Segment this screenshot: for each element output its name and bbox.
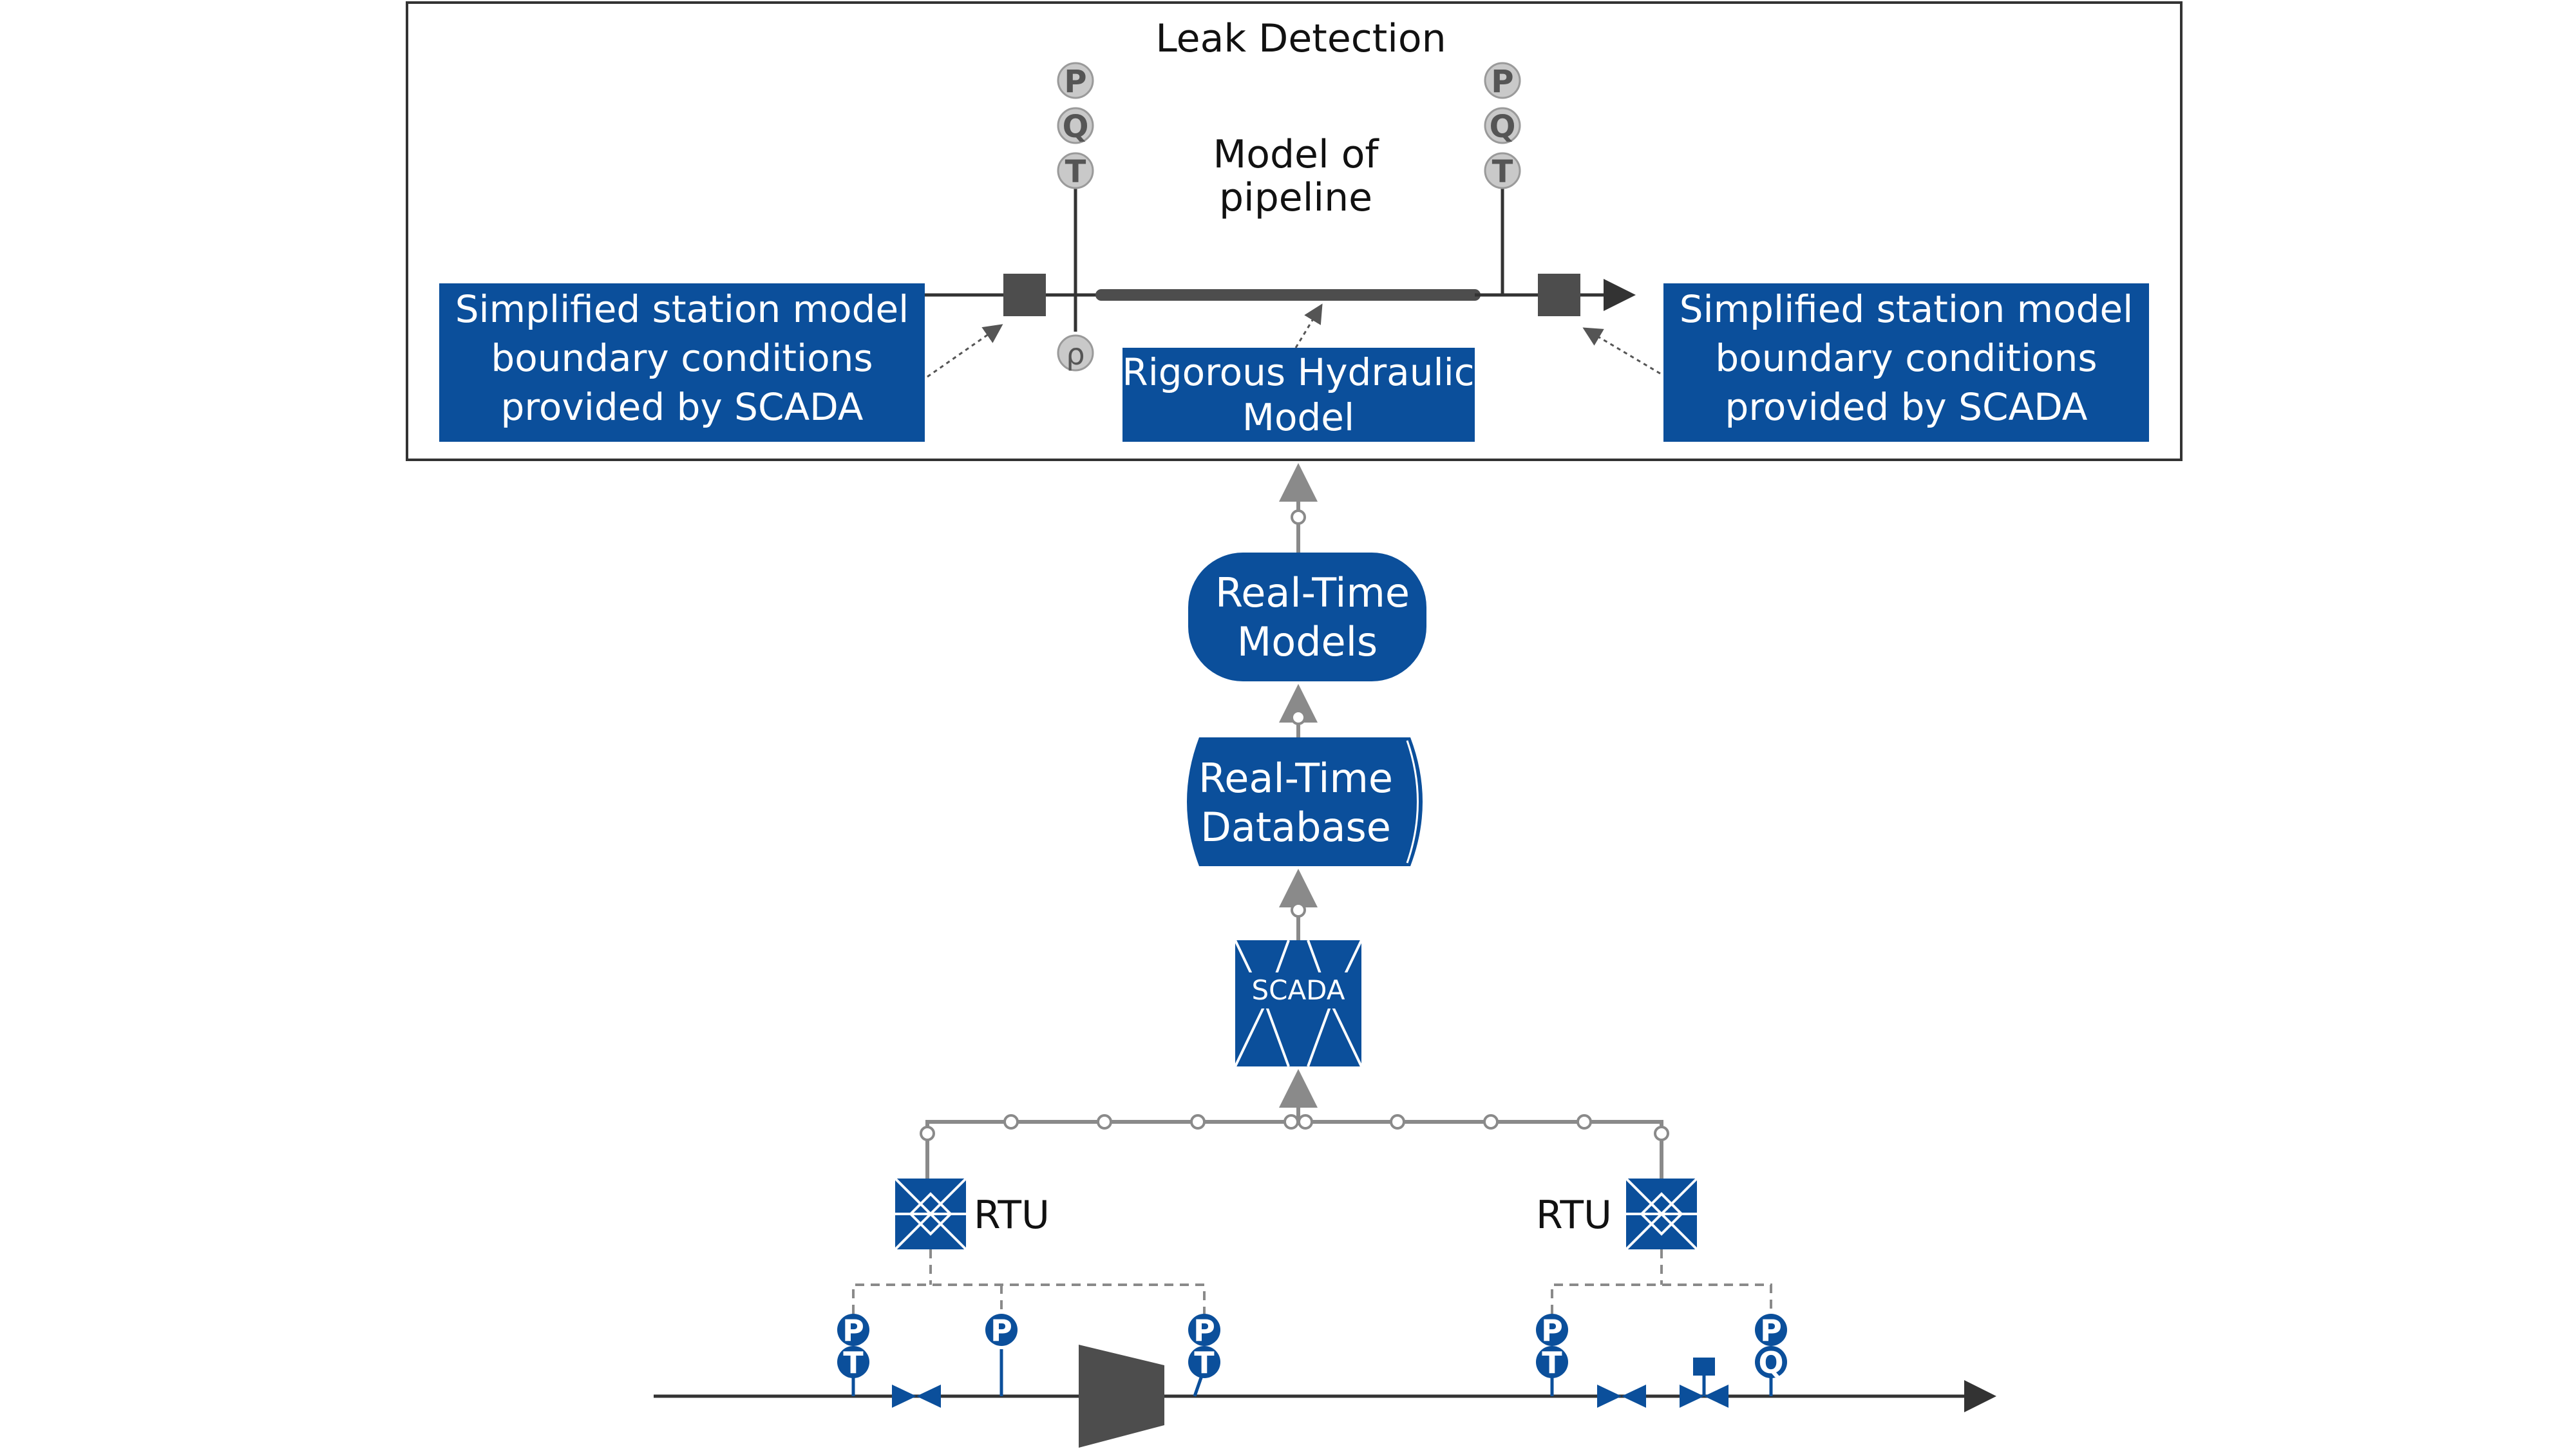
right-sensor-q-icon: Q	[1484, 107, 1521, 145]
valve-right-1-icon	[1597, 1385, 1646, 1408]
svg-text:Q: Q	[1758, 1345, 1783, 1380]
rtu-left-node	[894, 1177, 967, 1251]
rtu-right-label: RTU	[1536, 1193, 1612, 1238]
svg-text:boundary conditions: boundary conditions	[1715, 336, 2097, 380]
right-sensor-p-icon: P	[1484, 62, 1521, 100]
density-sensor-icon: ρ	[1057, 334, 1094, 372]
svg-text:P: P	[1193, 1313, 1215, 1348]
svg-text:P: P	[842, 1313, 864, 1348]
left-sensor-p-icon: P	[1057, 62, 1094, 100]
rtu-bus-nodes	[920, 1114, 1669, 1141]
scada-label: SCADA	[1251, 974, 1345, 1006]
svg-text:Real-Time: Real-Time	[1198, 755, 1393, 802]
model-of-pipeline-label-line1: Model of	[1213, 132, 1379, 177]
scada-node: SCADA	[1234, 940, 1363, 1067]
svg-text:P: P	[990, 1313, 1012, 1348]
compressor-icon	[1079, 1345, 1164, 1448]
field-instrument-left-3: P T	[1188, 1313, 1220, 1380]
flow-node-1	[1291, 509, 1306, 525]
rtu-right-node	[1625, 1177, 1698, 1251]
left-station-label-box: Simplified station model boundary condit…	[439, 283, 925, 442]
svg-text:P: P	[1541, 1313, 1563, 1348]
svg-text:Simplified station model: Simplified station model	[455, 287, 909, 331]
right-station-label-box: Simplified station model boundary condit…	[1663, 283, 2149, 442]
left-sensor-t-icon: T	[1057, 152, 1094, 190]
svg-text:provided by SCADA: provided by SCADA	[501, 385, 864, 429]
svg-text:T: T	[1542, 1345, 1562, 1380]
svg-text:T: T	[1065, 154, 1086, 190]
right-station-block	[1538, 274, 1580, 316]
model-of-pipeline-label-line2: pipeline	[1219, 175, 1372, 220]
realtime-database-node: Real-Time Database	[1187, 737, 1423, 866]
svg-text:Real-Time: Real-Time	[1215, 569, 1410, 616]
svg-text:Model: Model	[1242, 395, 1354, 439]
svg-text:T: T	[1492, 154, 1513, 190]
svg-text:T: T	[1194, 1345, 1215, 1380]
left-sensor-q-icon: Q	[1057, 107, 1094, 145]
flow-node-3	[1291, 902, 1306, 918]
svg-text:Database: Database	[1200, 804, 1391, 851]
rtu-bus-line	[925, 1120, 1663, 1179]
field-instrument-right-1: P T	[1536, 1313, 1568, 1380]
svg-text:Models: Models	[1237, 618, 1378, 665]
realtime-models-node: Real-Time Models	[1188, 553, 1426, 681]
svg-text:Simplified station model: Simplified station model	[1680, 287, 2134, 331]
leak-detection-title: Leak Detection	[1155, 16, 1446, 61]
field-instrument-right-2: P Q	[1755, 1313, 1787, 1380]
field-instrument-left-2: P	[985, 1313, 1018, 1348]
svg-text:boundary conditions: boundary conditions	[491, 336, 873, 380]
valve-left-icon	[892, 1385, 941, 1408]
left-station-block	[1003, 274, 1046, 316]
svg-text:Q: Q	[1490, 109, 1516, 145]
svg-text:provided by SCADA: provided by SCADA	[1725, 385, 2088, 429]
svg-text:Rigorous Hydraulic: Rigorous Hydraulic	[1122, 350, 1474, 394]
rigorous-hydraulic-model-box: Rigorous Hydraulic Model	[1122, 348, 1475, 442]
hydraulic-model-pointer	[1294, 303, 1323, 348]
right-sensor-t-icon: T	[1484, 152, 1521, 190]
field-instrument-left-1: P T	[837, 1313, 869, 1380]
control-valve-icon	[1680, 1358, 1728, 1408]
rtu-right-signal-wiring	[1551, 1249, 1772, 1314]
svg-text:P: P	[1760, 1313, 1782, 1348]
instrument-stems	[851, 1349, 1773, 1397]
svg-text:T: T	[843, 1345, 864, 1380]
svg-text:ρ: ρ	[1066, 337, 1084, 372]
svg-text:P: P	[1064, 64, 1086, 100]
rtu-left-label: RTU	[974, 1193, 1050, 1238]
svg-text:Q: Q	[1063, 109, 1089, 145]
leak-detection-panel: Leak Detection Model of pipeline P Q T ρ	[406, 1, 2183, 461]
rtu-left-signal-wiring	[852, 1249, 1206, 1314]
svg-text:P: P	[1491, 64, 1513, 100]
flow-node-2	[1291, 710, 1306, 725]
